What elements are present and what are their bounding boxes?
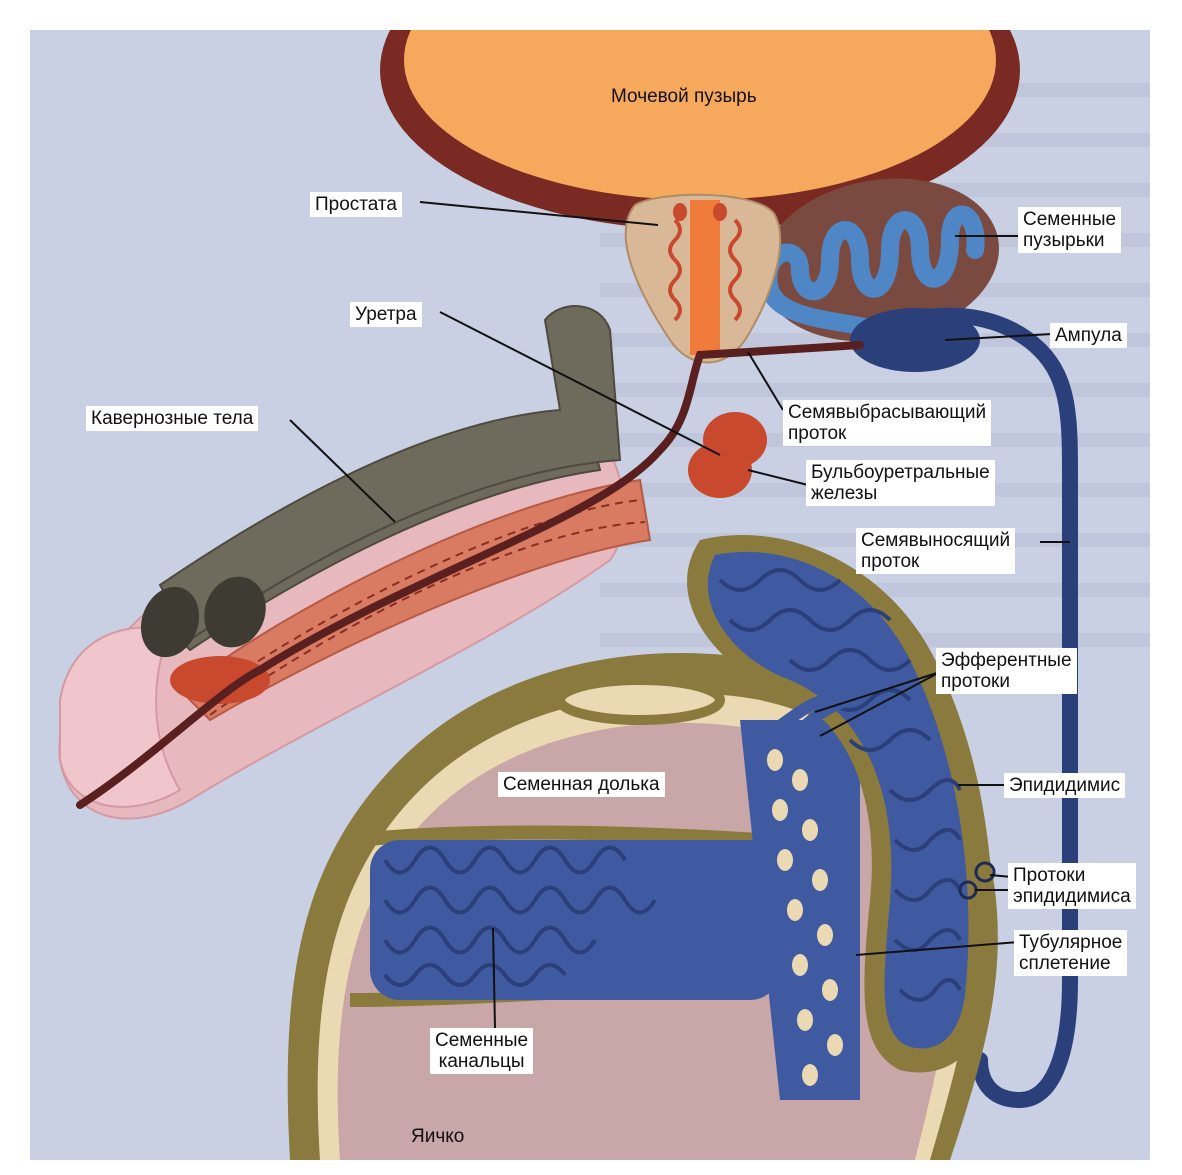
label-prostate: Простата xyxy=(310,192,402,217)
label-vas-deferens: Семявыносящий проток xyxy=(856,528,1015,574)
label-vas-deferens-line1: Семявыносящий xyxy=(861,530,1010,551)
label-ampulla: Ампула xyxy=(1050,323,1127,348)
label-efferent-ducts: Эфферентные протоки xyxy=(936,648,1077,694)
tubules-mass xyxy=(370,840,780,1000)
label-ejaculatory-duct-line2: проток xyxy=(788,423,986,444)
label-seminiferous-line2: канальцы xyxy=(435,1051,528,1072)
label-testis: Яичко xyxy=(406,1124,469,1149)
label-epididymis-ducts-line1: Протоки xyxy=(1013,865,1131,886)
label-seminal-vesicles: Семенные пузырьки xyxy=(1018,207,1121,253)
label-ejaculatory-duct: Семявыбрасывающий проток xyxy=(783,400,991,446)
label-urethra: Уретра xyxy=(350,302,422,327)
label-tubular-plexus-line2: сплетение xyxy=(1019,953,1122,974)
label-efferent-ducts-line2: протоки xyxy=(941,671,1072,692)
label-epididymis: Эпидидимис xyxy=(1004,773,1125,798)
label-seminal-vesicles-line1: Семенные xyxy=(1023,209,1116,230)
label-epididymis-ducts-line2: эпидидимиса xyxy=(1013,886,1131,907)
label-seminal-vesicles-line2: пузырьки xyxy=(1023,230,1116,251)
label-vas-deferens-line2: проток xyxy=(861,551,1010,572)
label-cavernous-bodies: Кавернозные тела xyxy=(86,406,258,431)
label-seminiferous-tubules: Семенные канальцы xyxy=(430,1028,533,1074)
label-efferent-ducts-line1: Эфферентные xyxy=(941,650,1072,671)
label-seminiferous-line1: Семенные xyxy=(435,1030,528,1051)
label-tubular-plexus: Тубулярное сплетение xyxy=(1014,930,1127,976)
label-bulbourethral-glands: Бульбоуретральные железы xyxy=(806,460,995,506)
label-bladder: Мочевой пузырь xyxy=(606,84,762,109)
label-bulbourethral-line1: Бульбоуретральные xyxy=(811,462,990,483)
label-tubular-plexus-line1: Тубулярное xyxy=(1019,932,1122,953)
label-epididymis-ducts: Протоки эпидидимиса xyxy=(1008,863,1136,909)
label-seminal-lobule: Семенная долька xyxy=(498,772,665,797)
label-bulbourethral-line2: железы xyxy=(811,483,990,504)
label-ejaculatory-duct-line1: Семявыбрасывающий xyxy=(788,402,986,423)
